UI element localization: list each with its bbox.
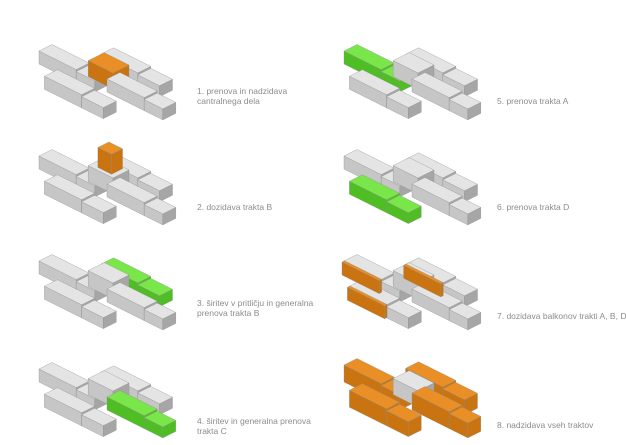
building-block-1-top-face	[405, 361, 456, 388]
building-block-3-top-face	[343, 358, 395, 384]
building-block-7-top-face	[144, 410, 176, 428]
step-6-caption: 6. prenova trakta D	[497, 202, 569, 212]
building-complex-step-7	[341, 254, 481, 331]
building-block-6-top-face	[411, 386, 463, 412]
step-1-caption-line-2: cantralnega dela	[197, 96, 260, 106]
step-8-caption-line-1: 8. nadzidava vseh traktov	[497, 420, 594, 430]
building-block-10-top-face	[341, 260, 382, 281]
building-block-6-top-face	[411, 177, 463, 203]
building-block-8-top-face	[44, 174, 95, 200]
building-block-2-top-face	[137, 173, 173, 191]
building-complex-step-2	[38, 141, 176, 226]
building-block-7-top-face	[144, 197, 176, 215]
building-block-9-top-face	[386, 195, 422, 213]
building-block-7-top-face	[449, 302, 481, 320]
step-2-caption: 2. dozidava trakta B	[197, 202, 272, 212]
building-block-5-top-face	[88, 262, 130, 284]
building-block-9-top-face	[81, 408, 117, 426]
building-complex-step-3	[38, 254, 176, 331]
building-block-6-top-face	[106, 390, 158, 416]
building-block-8-top-face	[44, 69, 95, 95]
building-block-5-top-face	[393, 370, 435, 392]
building-block-9-top-face	[386, 300, 422, 318]
step-8-panel	[330, 330, 510, 439]
step-7-axonometric-drawing	[341, 254, 481, 331]
step-3-axonometric-drawing	[38, 254, 176, 331]
building-block-2-top-face	[442, 382, 478, 400]
step-5-caption: 5. prenova trakta A	[497, 96, 568, 106]
step-6-axonometric-drawing	[343, 149, 481, 226]
building-block-2-top-face	[137, 68, 173, 86]
building-block-10-top-face	[97, 141, 123, 155]
step-1-axonometric-drawing	[38, 44, 176, 121]
building-block-8-top-face	[349, 69, 400, 95]
building-block-9-top-face	[81, 90, 117, 108]
building-block-6-top-face	[411, 72, 463, 98]
step-4-caption-line-1: 4. širitev in generalna prenova	[197, 416, 311, 426]
building-block-6-top-face	[106, 177, 158, 203]
building-block-8-top-face	[349, 174, 400, 200]
step-5-axonometric-drawing	[343, 44, 481, 121]
building-block-7-top-face	[449, 92, 481, 110]
building-block-2-top-face	[442, 278, 478, 296]
building-block-6-top-face	[106, 282, 158, 308]
building-complex-step-5	[343, 44, 481, 121]
building-block-5-top-face	[393, 157, 435, 179]
step-3-caption-line-2: prenova trakta B	[197, 308, 260, 318]
building-block-8-top-face	[349, 383, 400, 409]
step-7-panel	[330, 222, 510, 331]
building-block-2-top-face	[442, 173, 478, 191]
building-block-12-top-face	[347, 285, 388, 306]
step-8-caption: 8. nadzidava vseh traktov	[497, 420, 593, 430]
step-1-caption-line-1: 1. prenova in nadzidava	[197, 86, 288, 96]
building-block-11-side-face	[440, 282, 444, 298]
step-6-panel	[330, 117, 510, 226]
step-4-caption: 4. širitev in generalna prenova trakta C	[197, 416, 311, 436]
building-block-9-top-face	[81, 195, 117, 213]
building-block-9-top-face	[386, 404, 422, 422]
step-3-caption-line-1: 3. širitev v pritličju in generalna	[197, 298, 314, 308]
building-block-6-top-face	[106, 72, 158, 98]
building-block-12-side-face	[384, 304, 388, 319]
building-block-2-top-face	[137, 386, 173, 404]
building-block-5-top-face	[88, 370, 130, 392]
building-block-9-top-face	[81, 300, 117, 318]
building-complex-step-4	[38, 362, 176, 439]
building-block-11-top-face	[403, 263, 444, 285]
building-block-8-top-face	[44, 387, 95, 413]
building-block-5-top-face	[88, 52, 130, 74]
building-block-7-top-face	[449, 406, 481, 424]
step-3-panel	[25, 222, 205, 331]
building-block-7-top-face	[449, 197, 481, 215]
step-7-caption-line-1: 7. dozidava balkonov trakti A, B, D	[497, 311, 626, 321]
step-2-axonometric-drawing	[38, 141, 176, 226]
step-5-caption-line-1: 5. prenova trakta A	[497, 96, 569, 106]
step-5-panel	[330, 12, 510, 121]
building-block-8-top-face	[44, 279, 95, 305]
building-complex-step-1	[38, 44, 176, 121]
building-block-5-top-face	[393, 52, 435, 74]
building-block-7-top-face	[144, 302, 176, 320]
building-block-9-top-face	[386, 90, 422, 108]
building-block-7-top-face	[144, 92, 176, 110]
step-1-panel	[25, 12, 205, 121]
step-4-axonometric-drawing	[38, 362, 176, 439]
step-2-panel	[25, 117, 205, 226]
building-complex-step-8	[343, 358, 481, 439]
building-block-2-top-face	[137, 278, 173, 296]
building-block-10-side-face	[379, 279, 382, 294]
building-complex-step-6	[343, 149, 481, 226]
step-7-caption: 7. dozidava balkonov trakti A, B, D	[497, 311, 626, 321]
step-6-caption-line-1: 6. prenova trakta D	[497, 202, 570, 212]
step-3-caption: 3. širitev v pritličju in generalna pren…	[197, 298, 313, 318]
building-block-2-top-face	[442, 68, 478, 86]
step-4-caption-line-2: trakta C	[197, 426, 227, 436]
step-8-axonometric-drawing	[343, 358, 481, 439]
step-4-panel	[25, 330, 205, 439]
step-1-caption: 1. prenova in nadzidava cantralnega dela	[197, 86, 287, 106]
step-2-caption-line-1: 2. dozidava trakta B	[197, 202, 273, 212]
